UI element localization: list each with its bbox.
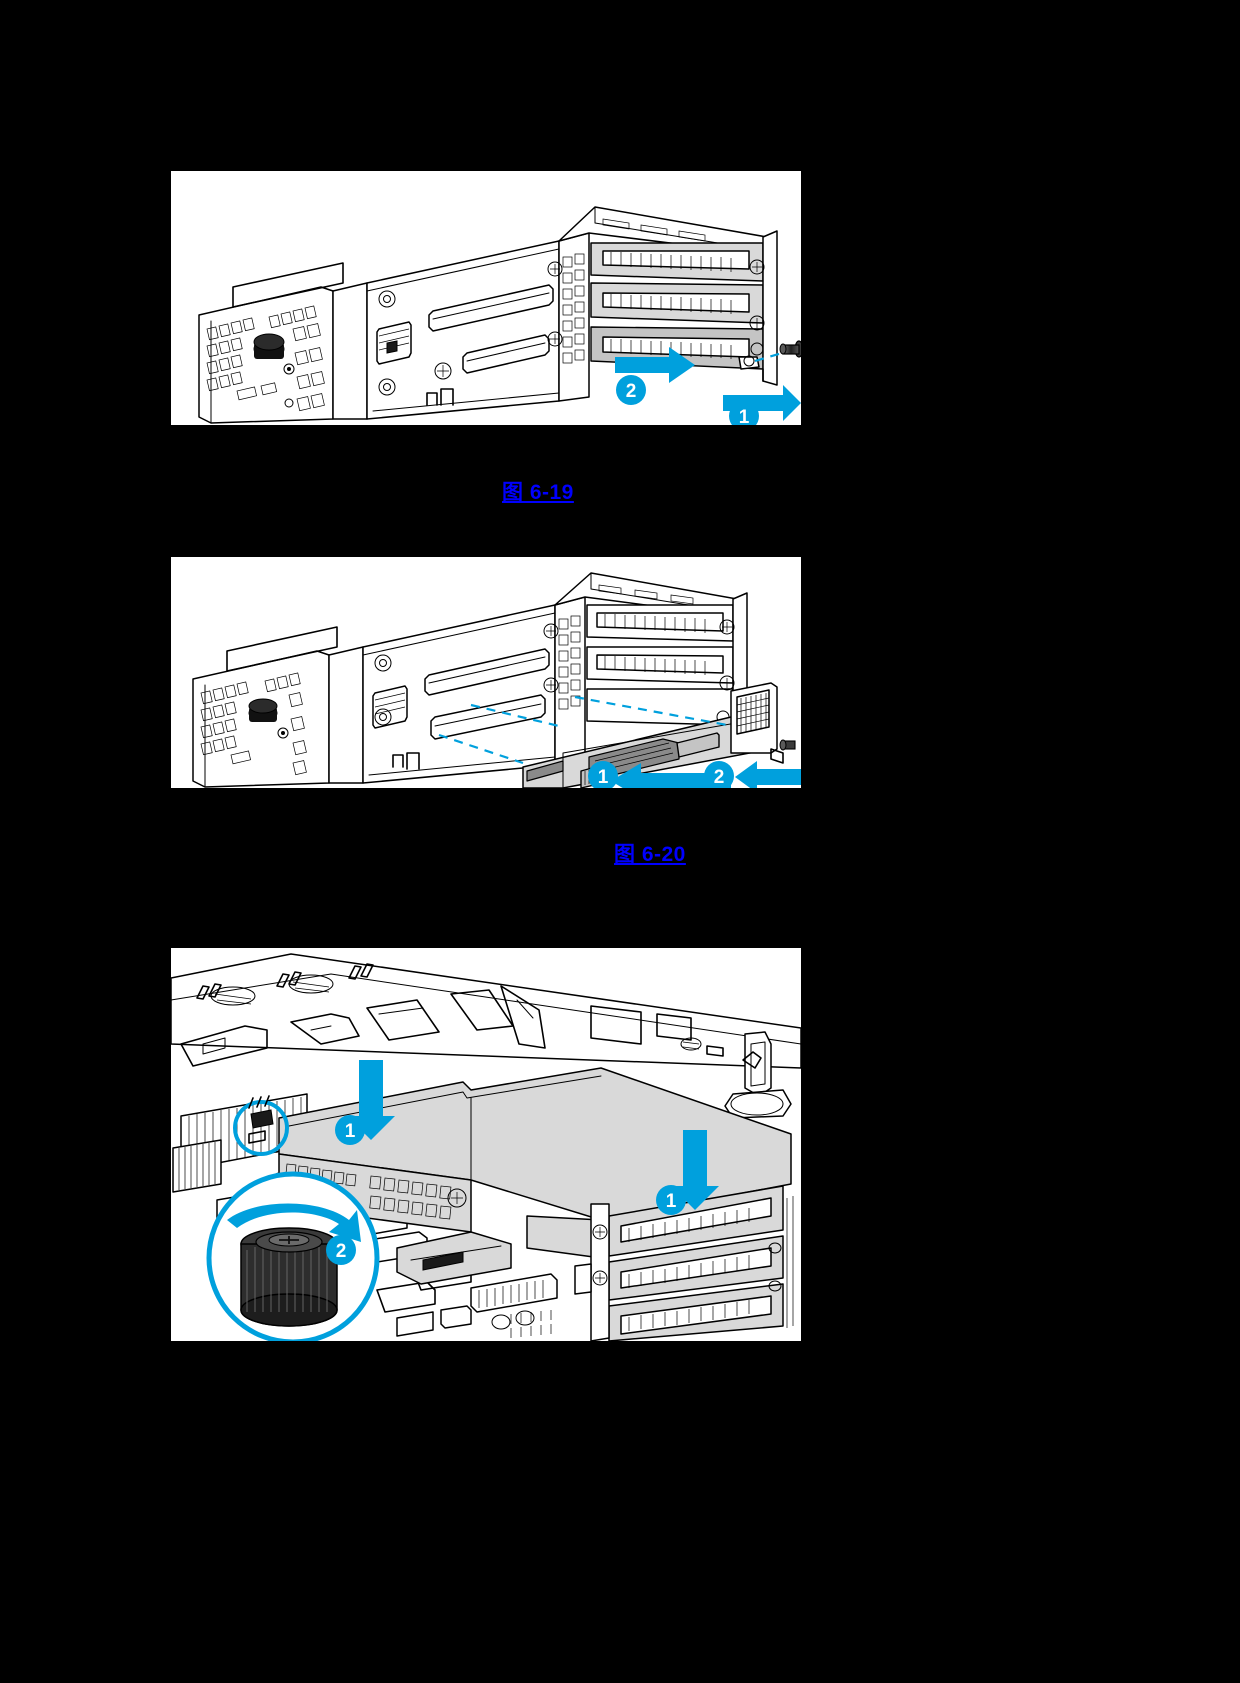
callout-2: 2: [616, 375, 646, 405]
screw-part-2: [779, 739, 796, 751]
callout-1-insert: 1: [588, 761, 618, 788]
svg-text:1: 1: [666, 1191, 677, 1212]
svg-text:1: 1: [739, 407, 750, 425]
thumbscrew-detail-inset: [206, 1171, 380, 1341]
rear-io-slot-openings-2: [586, 604, 734, 726]
fan-modules: [196, 963, 374, 1006]
riser-cage-main-wall-2: [328, 604, 556, 784]
alignment-guides: [438, 695, 728, 765]
figure-image-6-21: 1 1: [171, 948, 801, 1341]
arrow-step-2: [615, 347, 695, 383]
callout-2-screw: 2: [704, 761, 734, 788]
chassis-perforations: [510, 1310, 552, 1338]
callout-1-left: 1: [335, 1115, 365, 1145]
riser-cage-right-wall: [749, 230, 778, 386]
riser-cage-main-wall: [332, 240, 560, 420]
figure-image-6-19: 2 1: [171, 171, 801, 425]
svg-text:1: 1: [598, 767, 609, 788]
svg-text:1: 1: [345, 1121, 356, 1142]
thumbscrew-small: [253, 333, 285, 359]
alignment-pin-highlight: [233, 1095, 289, 1156]
figure-caption-link-6-19[interactable]: 图 6-19: [502, 481, 574, 504]
callout-2-thumbscrew: 2: [326, 1235, 356, 1265]
figure-image-6-20: 1 2: [171, 557, 801, 788]
rear-connectors: [396, 1273, 558, 1337]
screw-path-dashed: [754, 349, 790, 363]
callout-1-right: 1: [656, 1185, 686, 1215]
expansion-board: [522, 682, 784, 788]
screw-part: [779, 340, 801, 358]
arrow-step-2-screw: [735, 761, 801, 788]
svg-text:2: 2: [626, 381, 637, 402]
callout-1: 1: [729, 401, 759, 425]
figure-caption-link-6-20[interactable]: 图 6-20: [614, 843, 686, 866]
arrow-step-1-insert: [611, 763, 731, 788]
svg-text:2: 2: [336, 1241, 347, 1262]
rear-io-panel: [396, 1185, 794, 1341]
riser-cage-assembly: [273, 1067, 792, 1285]
rear-io-slot-openings: [590, 242, 764, 370]
thumbscrew-small-2: [248, 698, 278, 722]
arrow-step-1-right: [671, 1130, 719, 1210]
arrow-step-1: [723, 385, 801, 421]
svg-text:2: 2: [714, 767, 725, 788]
